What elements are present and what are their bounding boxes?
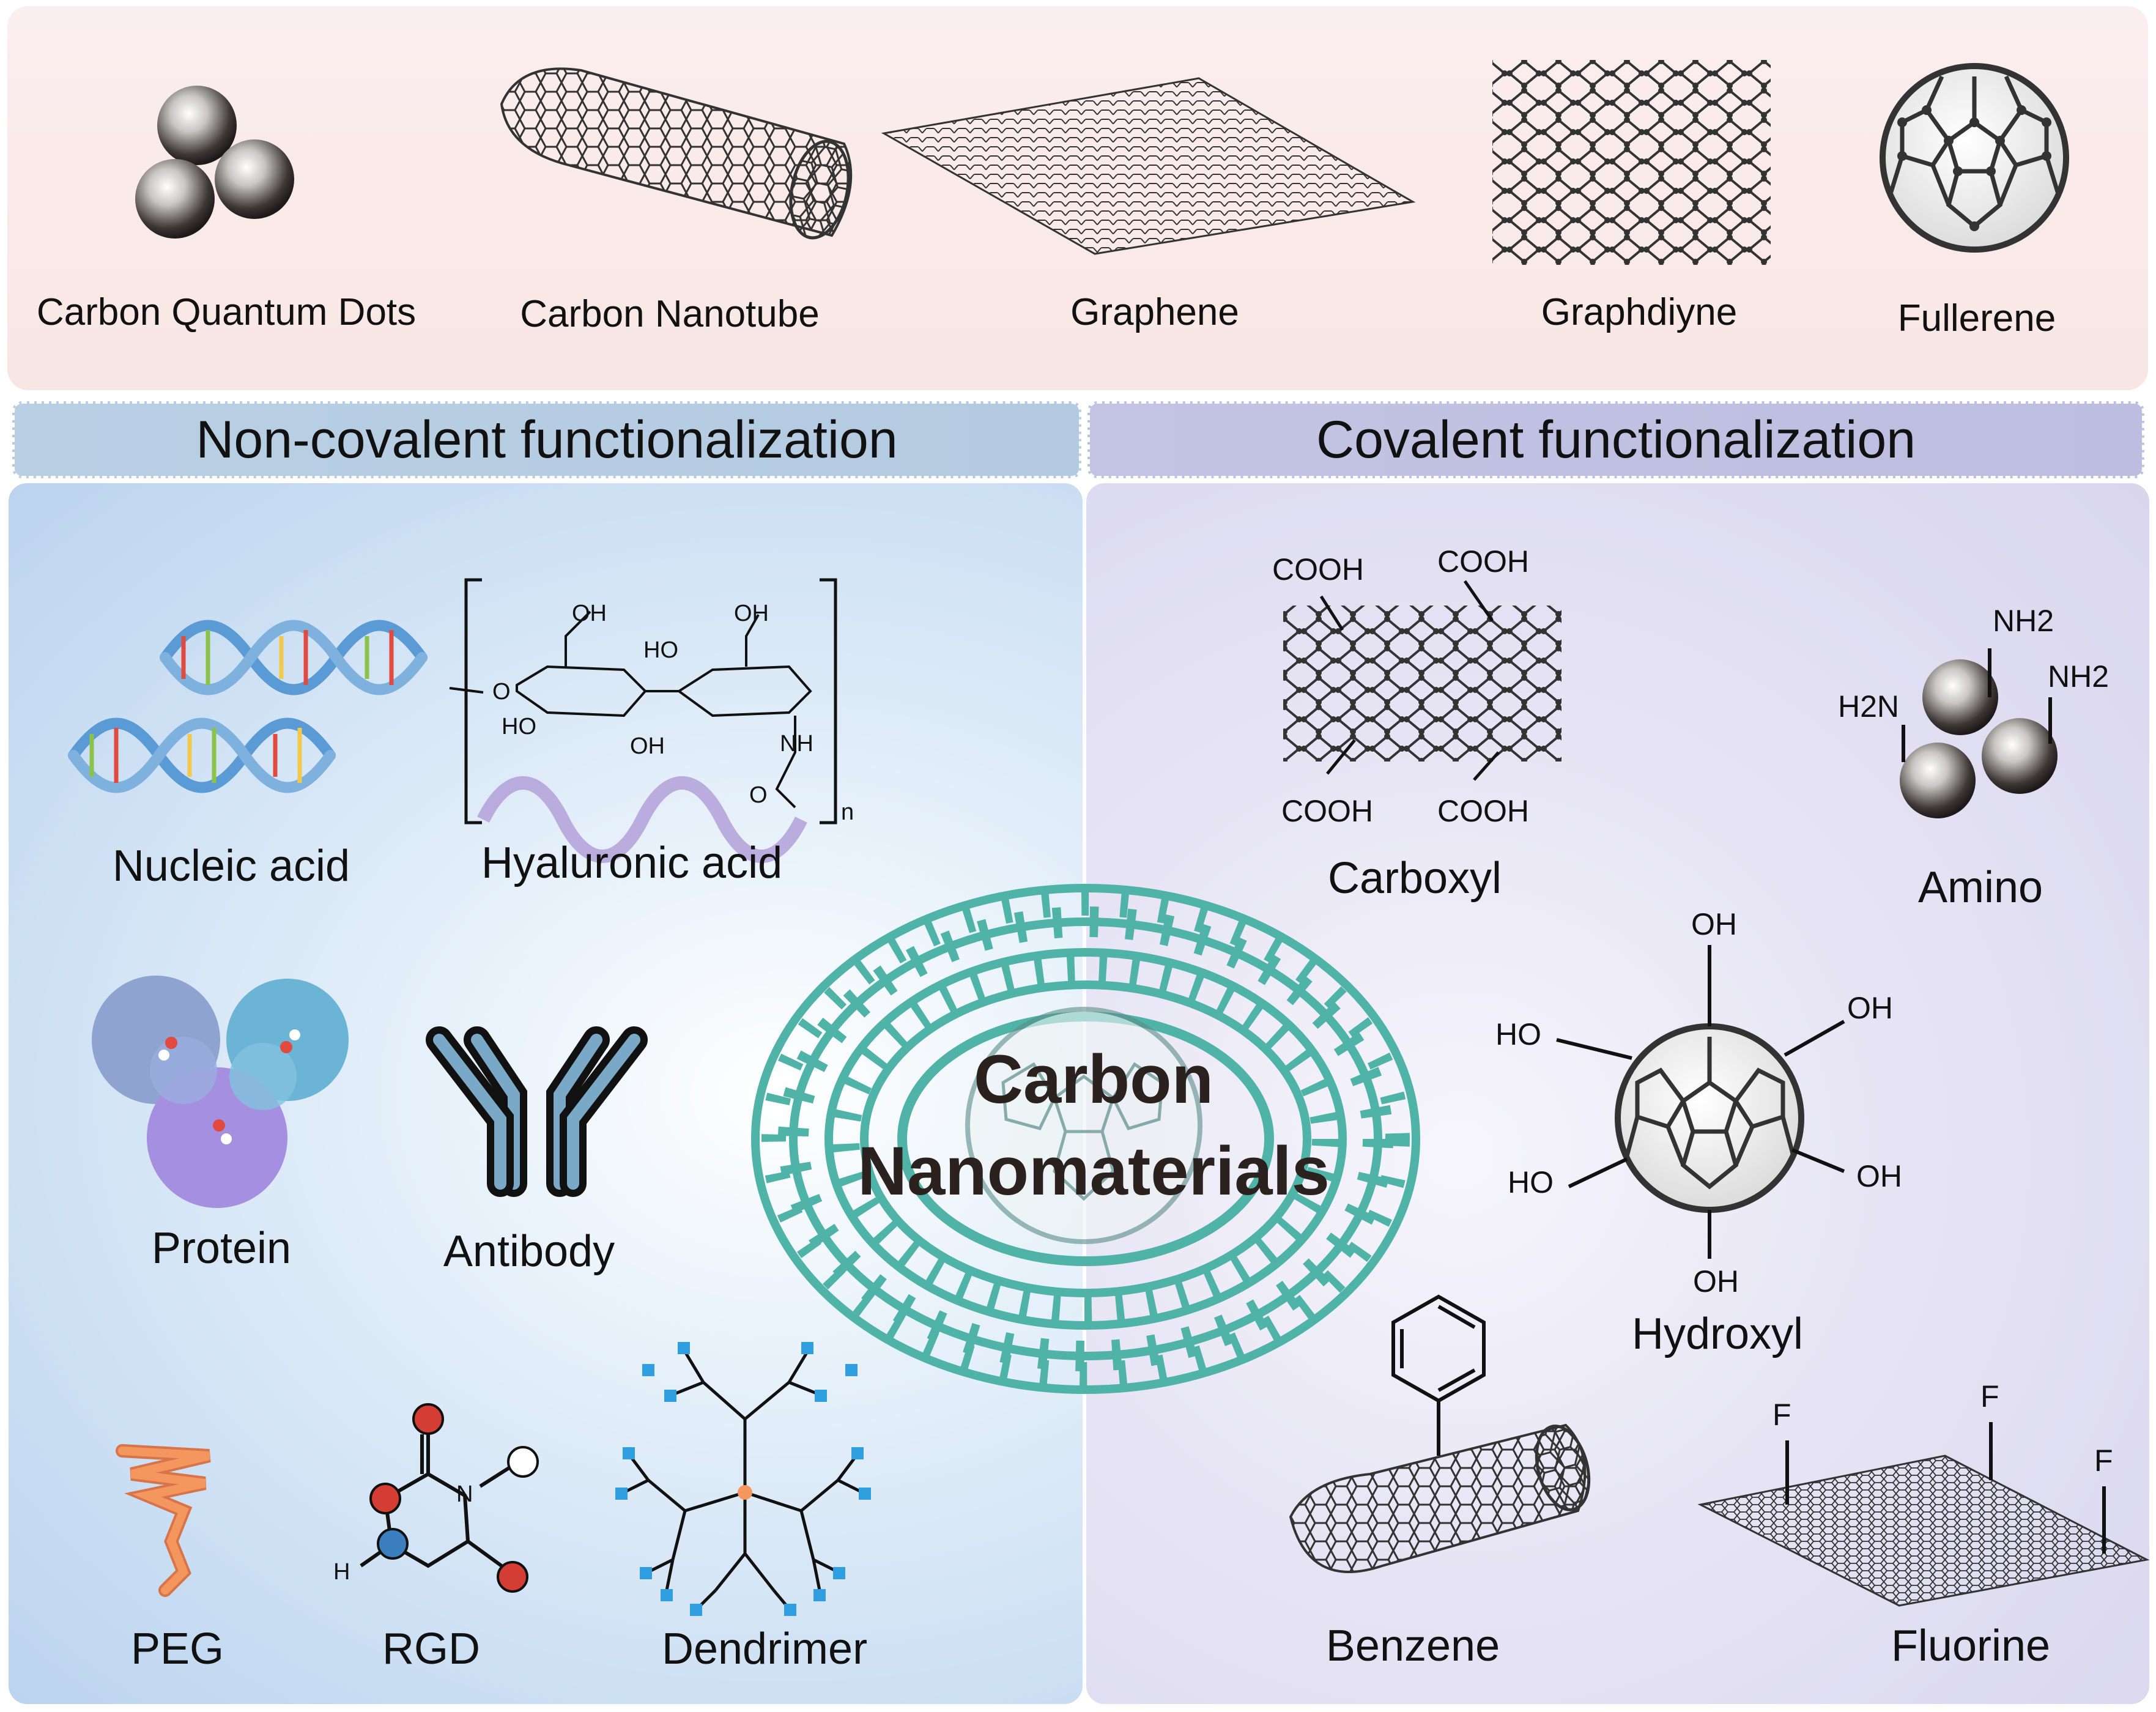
- center-title-line2: Nanomaterials: [858, 1133, 1330, 1209]
- label-carbon-nanotube: Carbon Nanotube: [520, 293, 820, 335]
- label-fluorine: Fluorine: [1891, 1621, 2051, 1670]
- carbon-nanotube-illustration: [500, 67, 853, 240]
- hyaluronic-acid-structure: [449, 578, 837, 863]
- protein-illustration: [92, 976, 349, 1208]
- label-hyaluronic-acid: Hyaluronic acid: [481, 839, 783, 887]
- dendrimer-illustration: [615, 1342, 871, 1616]
- label-rgd: RGD: [382, 1625, 480, 1673]
- carboxyl-label-tr: COOH: [1437, 544, 1529, 579]
- non-covalent-banner: Non-covalent functionalization: [12, 401, 1081, 478]
- label-fullerene: Fullerene: [1897, 297, 2056, 339]
- center-title-line1: Carbon: [973, 1041, 1213, 1117]
- non-covalent-title: Non-covalent functionalization: [196, 410, 898, 469]
- carboxyl-label-tl: COOH: [1272, 552, 1364, 587]
- carboxyl-illustration: [1283, 580, 1561, 781]
- label-nucleic-acid: Nucleic acid: [112, 842, 350, 891]
- graphdiyne-illustration: [1492, 60, 1771, 265]
- hydroxyl-label-lower-right: OH: [1856, 1159, 1902, 1193]
- label-carbon-quantum-dots: Carbon Quantum Dots: [36, 291, 417, 333]
- label-protein: Protein: [151, 1224, 292, 1273]
- label-carboxyl: Carboxyl: [1327, 854, 1502, 903]
- rgd-structure: [360, 1403, 539, 1593]
- covalent-title: Covalent functionalization: [1316, 410, 1916, 469]
- amino-illustration: [1900, 648, 2058, 818]
- label-benzene: Benzene: [1325, 1621, 1500, 1670]
- fluorine-label-3: F: [2094, 1443, 2113, 1478]
- amino-label-right: NH2: [2048, 659, 2109, 694]
- amino-label-left: H2N: [1838, 689, 1899, 724]
- ha-label-oh-1: OH: [572, 601, 607, 626]
- label-antibody: Antibody: [443, 1227, 615, 1276]
- peg-illustration: [116, 1444, 211, 1597]
- ha-label-oh-2: OH: [734, 601, 769, 626]
- fluorine-label-2: F: [1980, 1379, 1999, 1414]
- fullerene-illustration: [1880, 63, 2069, 253]
- rgd-label-h: H: [333, 1559, 350, 1585]
- hydroxyl-label-right: OH: [1847, 991, 1893, 1025]
- label-graphdiyne: Graphdiyne: [1541, 291, 1738, 333]
- center-title: Carbon Nanomaterials: [858, 1034, 1330, 1217]
- label-graphene: Graphene: [1070, 291, 1239, 333]
- antibody-illustration: [426, 1026, 648, 1197]
- label-hydroxyl: Hydroxyl: [1631, 1310, 1804, 1358]
- ha-label-ho-2: HO: [502, 714, 536, 739]
- hydroxyl-label-lower-left: HO: [1508, 1165, 1554, 1199]
- ha-label-ho-1: HO: [643, 637, 678, 663]
- benzene-nanotube-illustration: [1289, 1294, 1591, 1573]
- ha-label-nh: NH: [780, 731, 813, 757]
- label-peg: PEG: [130, 1625, 224, 1673]
- carboxyl-label-br: COOH: [1437, 794, 1529, 828]
- fluorine-label-1: F: [1773, 1398, 1791, 1432]
- hydroxyl-fullerene-illustration: [1556, 945, 1845, 1259]
- hydroxyl-label-left: HO: [1495, 1017, 1541, 1051]
- label-dendrimer: Dendrimer: [661, 1625, 868, 1673]
- carbon-quantum-dots-illustration: [135, 86, 294, 239]
- amino-label-top: NH2: [1993, 604, 2054, 638]
- ha-label-n: n: [841, 799, 854, 825]
- graphene-illustration: [881, 77, 1416, 255]
- ha-label-oh-3: OH: [630, 733, 665, 759]
- fluorine-graphene-illustration: [1697, 1422, 2150, 1607]
- rgd-label-n: N: [456, 1481, 473, 1507]
- carbon-nanomaterials-torus: [751, 884, 1420, 1394]
- carboxyl-label-bl: COOH: [1281, 794, 1373, 828]
- nucleic-acid-illustration: [68, 620, 428, 793]
- hydroxyl-label-bottom: OH: [1693, 1264, 1739, 1299]
- covalent-banner: Covalent functionalization: [1087, 401, 2144, 478]
- ha-label-o-1: O: [492, 679, 511, 705]
- ha-label-o-2: O: [749, 782, 768, 808]
- label-amino: Amino: [1917, 863, 2043, 912]
- hydroxyl-label-top: OH: [1691, 907, 1737, 941]
